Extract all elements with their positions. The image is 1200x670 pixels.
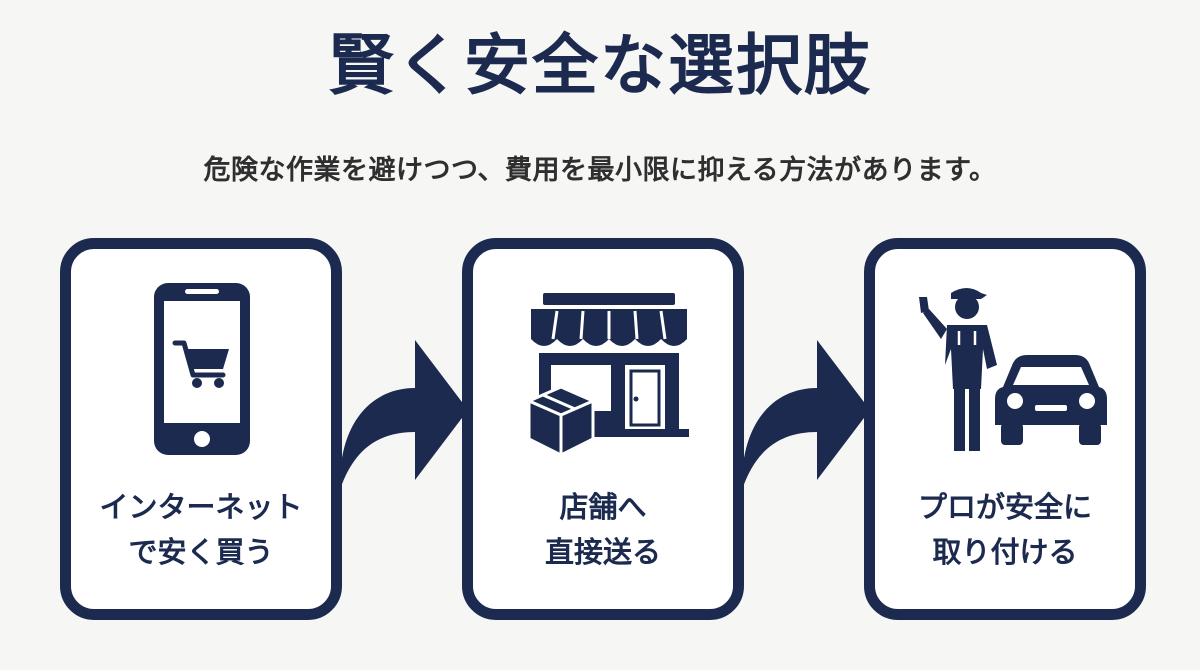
step-label-ship-to-store: 店舗へ 直接送る — [473, 485, 733, 575]
page-title: 賢く安全な選択肢 — [328, 27, 872, 104]
step-label-pro-install: プロが安全に 取り付ける — [875, 485, 1135, 575]
step-card-ship-to-store: 店舗へ 直接送る — [462, 238, 744, 620]
step-label-line: で安く買う — [128, 534, 274, 569]
step-card-pro-install: プロが安全に 取り付ける — [864, 238, 1146, 620]
arrow-right-icon — [741, 340, 870, 490]
step-card-buy-online: インターネット で安く買う — [60, 238, 342, 620]
page-subtitle: 危険な作業を避けつつ、費用を最小限に抑える方法があります。 — [203, 155, 997, 186]
step-label-line: 取り付ける — [932, 534, 1078, 569]
step-label-line: プロが安全に — [917, 490, 1092, 524]
step-label-line: 直接送る — [544, 534, 661, 569]
step-label-line: 店舗へ — [559, 490, 647, 524]
smartphone-cart-icon — [154, 283, 250, 455]
step-label-line: インターネット — [99, 490, 303, 524]
step-label-buy-online: インターネット で安く買う — [71, 485, 331, 575]
arrow-right-icon — [339, 340, 468, 490]
mechanic-car-icon — [919, 288, 1107, 451]
store-package-icon — [527, 293, 689, 457]
